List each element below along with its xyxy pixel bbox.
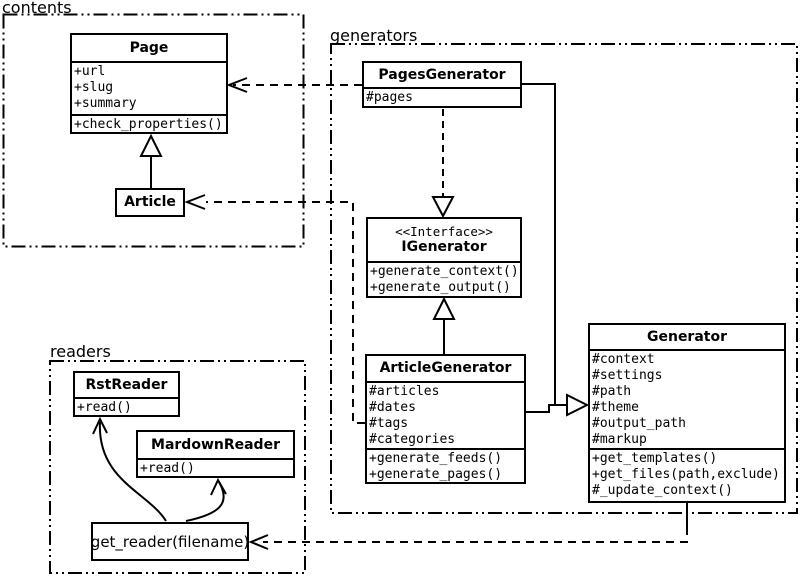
method: +generate_context() bbox=[370, 264, 519, 279]
methods-compartment: +generate_feeds() +generate_pages() bbox=[367, 450, 524, 482]
class-box-generator: Generator #context #settings #path #them… bbox=[588, 323, 786, 503]
attribute: #context bbox=[592, 352, 655, 367]
method: #_update_context() bbox=[592, 483, 733, 498]
hollow-triangle-arrowhead bbox=[566, 393, 590, 417]
open-arrowhead bbox=[184, 194, 206, 210]
curved-line bbox=[98, 421, 167, 522]
class-title-block: <<Interface>> IGenerator bbox=[368, 219, 520, 263]
attributes-compartment: #articles #dates #tags #categories bbox=[367, 383, 524, 450]
attribute: +summary bbox=[74, 96, 137, 111]
realization-pagesgenerator-to-igenerator bbox=[431, 109, 455, 219]
dependency-line bbox=[263, 527, 688, 543]
dependency-line bbox=[206, 201, 365, 424]
attribute: +url bbox=[74, 64, 106, 79]
inheritance-line-pagesgenerator bbox=[522, 83, 567, 406]
class-box-igenerator: <<Interface>> IGenerator +generate_conte… bbox=[366, 217, 522, 298]
attributes-compartment: #context #settings #path #theme #output_… bbox=[590, 351, 784, 450]
class-title: Article bbox=[124, 194, 176, 210]
methods-compartment: +read() bbox=[138, 460, 293, 476]
function-box-get-reader: get_reader(filename) bbox=[91, 522, 249, 561]
inheritance-line-articlegenerator bbox=[526, 404, 567, 413]
class-box-article: Article bbox=[115, 188, 185, 217]
method: +read() bbox=[140, 461, 195, 476]
class-title: RstReader bbox=[75, 373, 178, 399]
function-label: get_reader(filename) bbox=[90, 532, 250, 551]
attribute: #settings bbox=[592, 368, 663, 383]
method: +generate_pages() bbox=[369, 467, 503, 482]
package-label-contents: contents bbox=[2, 0, 72, 17]
attribute: #output_path bbox=[592, 416, 686, 431]
open-arrowhead bbox=[210, 477, 227, 496]
class-box-articlegenerator: ArticleGenerator #articles #dates #tags … bbox=[365, 354, 526, 484]
open-arrowhead bbox=[226, 77, 248, 93]
open-arrowhead bbox=[248, 534, 269, 550]
attributes-compartment: +url +slug +summary bbox=[72, 63, 226, 116]
arrow-getreader-to-rstreader bbox=[92, 416, 167, 522]
class-title: Generator bbox=[590, 325, 784, 351]
attribute: #path bbox=[592, 384, 632, 399]
method: +get_templates() bbox=[592, 451, 718, 466]
method: +get_files(path,exclude) bbox=[592, 467, 780, 482]
attribute: #tags bbox=[369, 416, 409, 431]
methods-compartment: +get_templates() +get_files(path,exclude… bbox=[590, 450, 784, 501]
attribute: +slug bbox=[74, 80, 114, 95]
class-box-mardownreader: MardownReader +read() bbox=[136, 430, 295, 478]
class-title: MardownReader bbox=[138, 432, 293, 460]
class-box-rstreader: RstReader +read() bbox=[73, 371, 180, 417]
inheritance-article-to-page bbox=[139, 133, 163, 188]
methods-compartment: +check_properties() bbox=[72, 116, 226, 132]
hollow-triangle-arrowhead bbox=[431, 196, 455, 219]
attribute: #pages bbox=[366, 90, 413, 105]
hollow-triangle-arrowhead bbox=[432, 296, 456, 320]
dependency-articlegenerator-to-article bbox=[184, 194, 365, 424]
methods-compartment: +read() bbox=[75, 399, 178, 415]
inheritance-articlegenerator-to-igenerator bbox=[432, 296, 456, 354]
dependency-pagesgenerator-to-page bbox=[226, 77, 362, 93]
curved-line bbox=[185, 481, 225, 522]
method: +read() bbox=[77, 400, 132, 415]
arrow-getreader-to-mardownreader bbox=[185, 477, 227, 522]
hollow-triangle-arrowhead bbox=[139, 133, 163, 157]
attribute: #articles bbox=[369, 384, 440, 399]
package-contents-border bbox=[2, 13, 305, 248]
inheritance-generators-to-generator bbox=[522, 83, 590, 417]
methods-compartment: +generate_context() +generate_output() bbox=[368, 263, 520, 296]
method: +generate_output() bbox=[370, 280, 511, 295]
method: +check_properties() bbox=[74, 117, 223, 132]
class-box-page: Page +url +slug +summary +check_properti… bbox=[70, 33, 228, 134]
attribute: #dates bbox=[369, 400, 416, 415]
package-generators-border bbox=[330, 43, 798, 514]
dependency-generator-to-getreader bbox=[248, 503, 688, 550]
method: +generate_feeds() bbox=[369, 451, 503, 466]
package-label-readers: readers bbox=[50, 342, 111, 361]
attributes-compartment: #pages bbox=[364, 89, 520, 106]
attribute: #theme bbox=[592, 400, 639, 415]
class-title: IGenerator bbox=[401, 239, 487, 255]
attribute: #markup bbox=[592, 432, 647, 447]
package-label-generators: generators bbox=[330, 26, 418, 45]
attribute: #categories bbox=[369, 432, 456, 447]
class-title: PagesGenerator bbox=[364, 63, 520, 89]
class-title: ArticleGenerator bbox=[367, 356, 524, 383]
open-arrowhead bbox=[92, 416, 108, 435]
package-readers-border bbox=[49, 360, 306, 574]
interface-stereotype: <<Interface>> bbox=[395, 224, 493, 239]
class-title: Page bbox=[72, 35, 226, 63]
class-box-pagesgenerator: PagesGenerator #pages bbox=[362, 61, 522, 108]
